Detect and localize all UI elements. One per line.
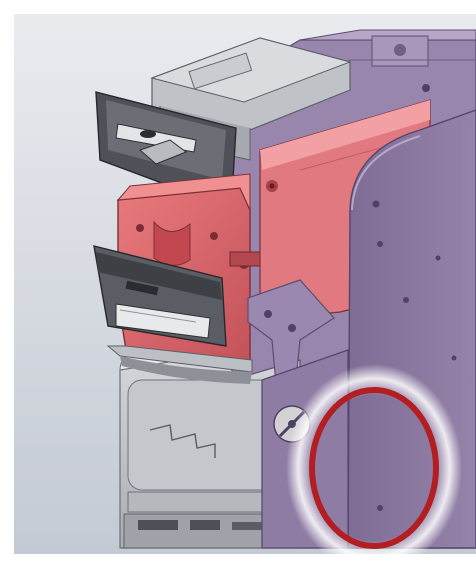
lower-bezel — [93, 245, 227, 347]
highlight-annotation — [286, 364, 462, 568]
acceptor-base-plate — [106, 345, 253, 373]
highlight-circle — [309, 387, 439, 549]
upper-bezel — [95, 91, 237, 197]
